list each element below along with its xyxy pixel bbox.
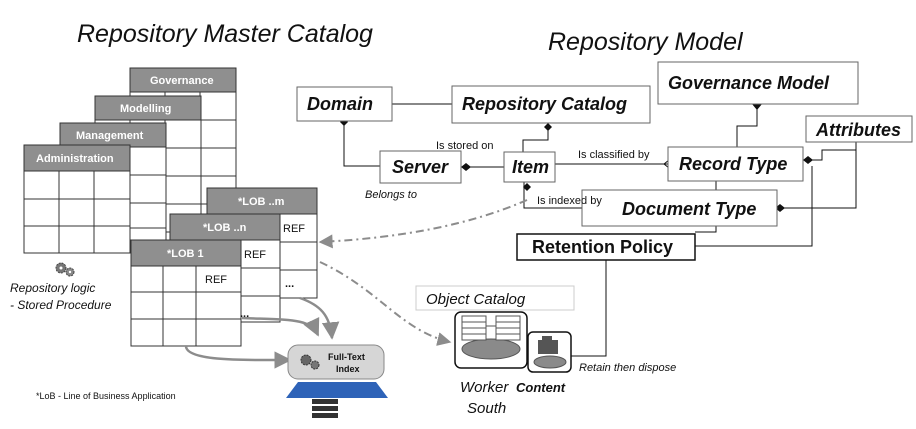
lob-1-ref: REF xyxy=(205,274,227,286)
server-label: Server xyxy=(392,157,449,177)
lob-1-ellipsis: ... xyxy=(240,308,249,320)
administration-header: Administration xyxy=(36,153,114,165)
is-indexed-by-label: Is indexed by xyxy=(537,195,602,207)
lob-n-ref: REF xyxy=(244,249,266,261)
lob-footnote: *LoB - Line of Business Application xyxy=(36,391,176,401)
governance-header: Governance xyxy=(150,75,214,87)
retention-policy-entity: Retention Policy xyxy=(516,233,696,261)
worker-label: Worker xyxy=(460,379,509,396)
retain-then-dispose-label: Retain then dispose xyxy=(579,362,676,374)
stored-procedure-note: - Stored Procedure xyxy=(10,298,112,312)
index-label: Index xyxy=(336,364,360,374)
attributes-label: Attributes xyxy=(815,120,901,140)
item-to-ref-arrow xyxy=(318,199,528,249)
administration-table: Administration xyxy=(23,144,131,254)
object-catalog-label: Object Catalog xyxy=(426,291,526,308)
document-type-entity: Document Type xyxy=(581,189,778,227)
governance-model-label: Governance Model xyxy=(668,73,830,93)
lobn-to-index-arrow xyxy=(241,316,320,337)
management-header: Management xyxy=(76,130,144,142)
server-entity: Server xyxy=(379,150,462,184)
repository-catalog-entity: Repository Catalog xyxy=(451,85,651,124)
domain-entity: Domain xyxy=(296,86,393,122)
document-type-label: Document Type xyxy=(622,199,756,219)
domain-label: Domain xyxy=(307,94,373,114)
belongs-to-label: Belongs to xyxy=(365,189,417,201)
lob-m-ellipsis: ... xyxy=(285,278,294,290)
lob-1-table: *LOB 1 REF ... xyxy=(130,239,249,347)
lob-m-ref: REF xyxy=(283,223,305,235)
lob-n-header: *LOB ..n xyxy=(203,222,247,234)
lob-m-header: *LOB ..m xyxy=(238,196,285,208)
modelling-header: Modelling xyxy=(120,103,171,115)
model-connectors xyxy=(343,103,857,357)
repository-logic-note: Repository logic xyxy=(10,281,95,295)
is-classified-by-label: Is classified by xyxy=(578,149,650,161)
repository-model-title: Repository Model xyxy=(548,28,744,56)
master-catalog-title: Repository Master Catalog xyxy=(77,20,373,48)
record-type-label: Record Type xyxy=(679,154,787,174)
record-type-entity: Record Type xyxy=(667,146,804,182)
lob1-to-index-arrow xyxy=(184,345,292,369)
retention-policy-label: Retention Policy xyxy=(532,237,673,257)
lob-1-header: *LOB 1 xyxy=(167,248,204,260)
gears-icon xyxy=(55,262,75,277)
ref-to-object-catalog-arrow xyxy=(319,261,452,346)
governance-model-entity: Governance Model xyxy=(657,61,859,105)
repository-catalog-label: Repository Catalog xyxy=(462,94,627,114)
content-store-icon xyxy=(527,331,572,373)
full-text-index-icon xyxy=(286,344,388,418)
is-stored-on-label: Is stored on xyxy=(436,140,493,152)
object-catalog-group: Object Catalog xyxy=(415,285,575,369)
full-text-label: Full-Text xyxy=(328,352,365,362)
item-label: Item xyxy=(512,157,549,177)
attributes-entity: Attributes xyxy=(805,115,913,143)
south-label: South xyxy=(467,400,506,417)
item-entity: Item xyxy=(503,151,556,183)
content-label: Content xyxy=(516,380,566,395)
lobm-to-index-arrow xyxy=(299,296,340,340)
